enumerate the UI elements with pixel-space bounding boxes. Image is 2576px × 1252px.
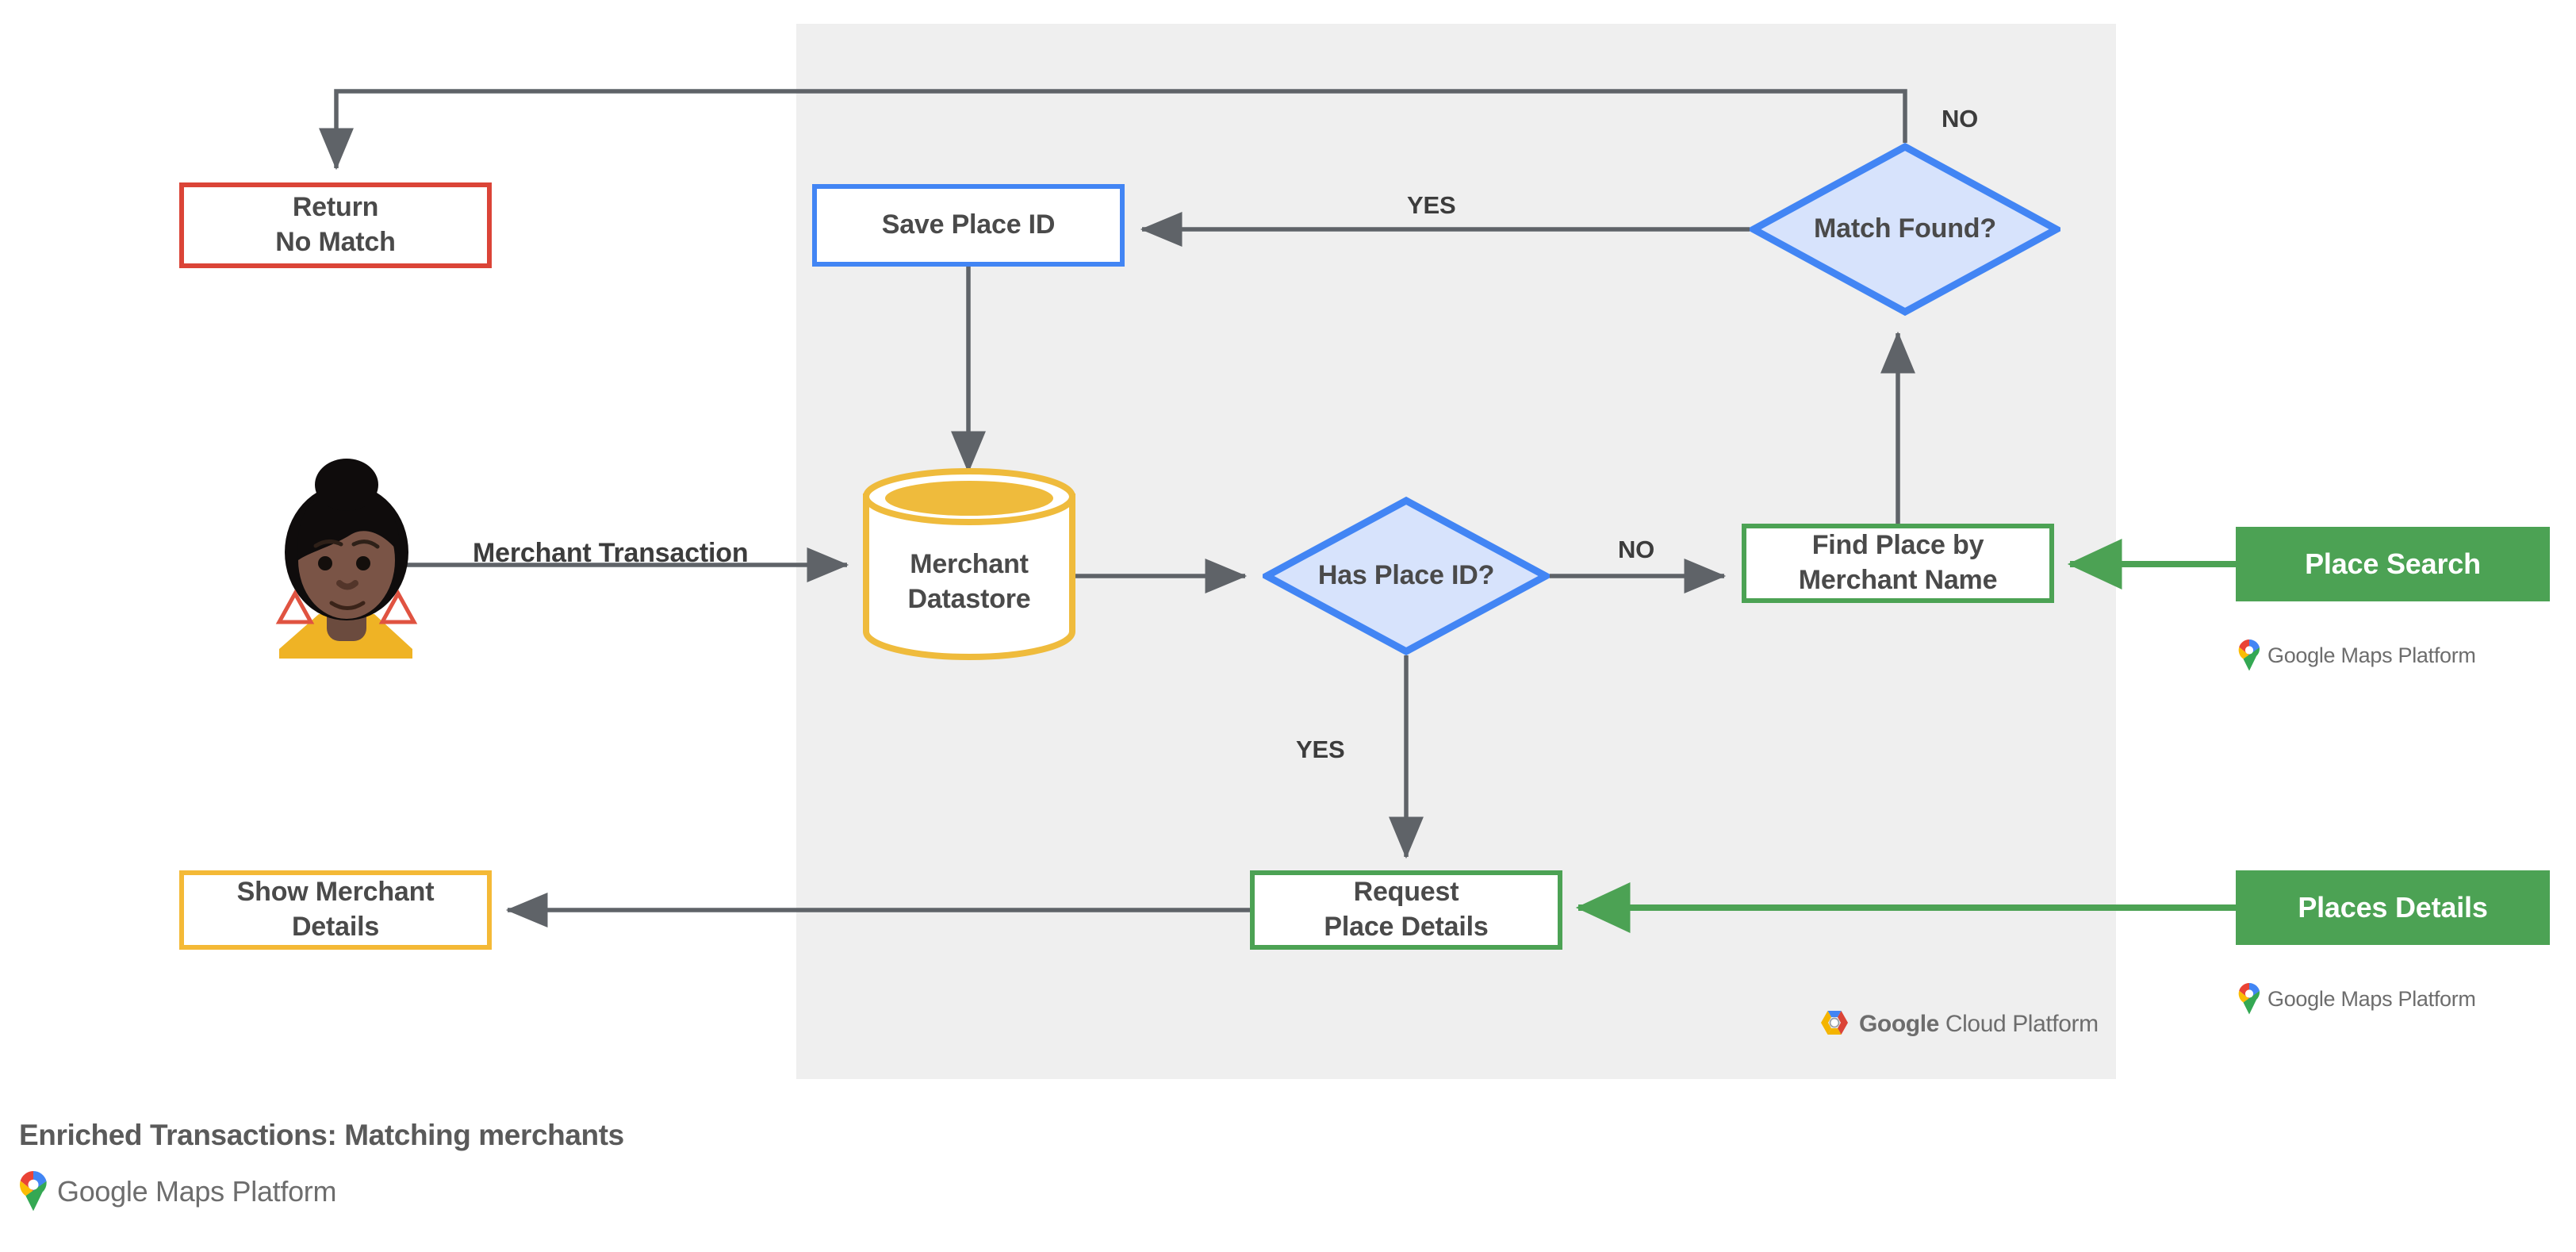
google-maps-platform-logo-footer: Google Maps Platform	[19, 1171, 624, 1212]
node-has-place-id-decision[interactable]: Has Place ID?	[1263, 497, 1550, 655]
node-label: Has Place ID?	[1317, 560, 1495, 591]
maps-pin-icon	[2238, 639, 2260, 671]
logo-text: Google Cloud Platform	[1859, 1011, 2099, 1037]
diagram-caption: Enriched Transactions: Matching merchant…	[19, 1119, 624, 1212]
logo-text: Google Maps Platform	[2267, 986, 2476, 1011]
node-match-found-decision[interactable]: Match Found?	[1750, 143, 2060, 316]
edge-label-match-found-yes: YES	[1407, 191, 1456, 219]
button-label: Place Search	[2305, 547, 2481, 580]
node-request-place-details[interactable]: Request Place Details	[1250, 870, 1562, 950]
node-label: Match Found?	[1814, 213, 1996, 244]
google-maps-platform-logo-place-search: Google Maps Platform	[2238, 639, 2476, 671]
diamond-shape	[1750, 143, 2060, 316]
node-find-place-by-merchant-name[interactable]: Find Place by Merchant Name	[1742, 524, 2054, 603]
diamond-shape	[1263, 497, 1550, 655]
logo-text: Google Maps Platform	[2267, 643, 2476, 667]
google-cloud-platform-logo: Google Cloud Platform	[1818, 1009, 2099, 1039]
google-maps-platform-logo-places-details: Google Maps Platform	[2238, 983, 2476, 1015]
node-label: Merchant Datastore	[907, 549, 1031, 614]
edge-label-has-place-id-yes: YES	[1296, 735, 1345, 763]
node-label: Request Place Details	[1324, 877, 1489, 942]
logo-text: Google Maps Platform	[57, 1174, 337, 1208]
node-show-merchant-details[interactable]: Show Merchant Details	[179, 870, 492, 950]
button-label: Places Details	[2298, 891, 2488, 924]
node-label: Save Place ID	[881, 209, 1056, 240]
edge-label-has-place-id-no: NO	[1618, 536, 1655, 563]
user-avatar	[275, 459, 418, 659]
node-save-place-id[interactable]: Save Place ID	[812, 184, 1125, 267]
node-label: Show Merchant Details	[236, 877, 435, 942]
edge-label-match-found-no: NO	[1942, 105, 1979, 132]
edge-label-merchant-transaction: Merchant Transaction	[473, 538, 749, 568]
maps-pin-icon	[2238, 983, 2260, 1015]
node-label: Find Place by Merchant Name	[1798, 530, 1998, 595]
node-label: Return No Match	[275, 192, 396, 257]
node-return-no-match[interactable]: Return No Match	[179, 182, 492, 268]
caption-title: Enriched Transactions: Matching merchant…	[19, 1119, 624, 1151]
node-merchant-datastore[interactable]: Merchant Datastore	[863, 473, 1075, 657]
button-place-search[interactable]: Place Search	[2236, 527, 2550, 601]
button-places-details[interactable]: Places Details	[2236, 870, 2550, 945]
maps-pin-icon	[19, 1171, 47, 1212]
cloud-platform-hexagon-icon	[1821, 1011, 1848, 1035]
